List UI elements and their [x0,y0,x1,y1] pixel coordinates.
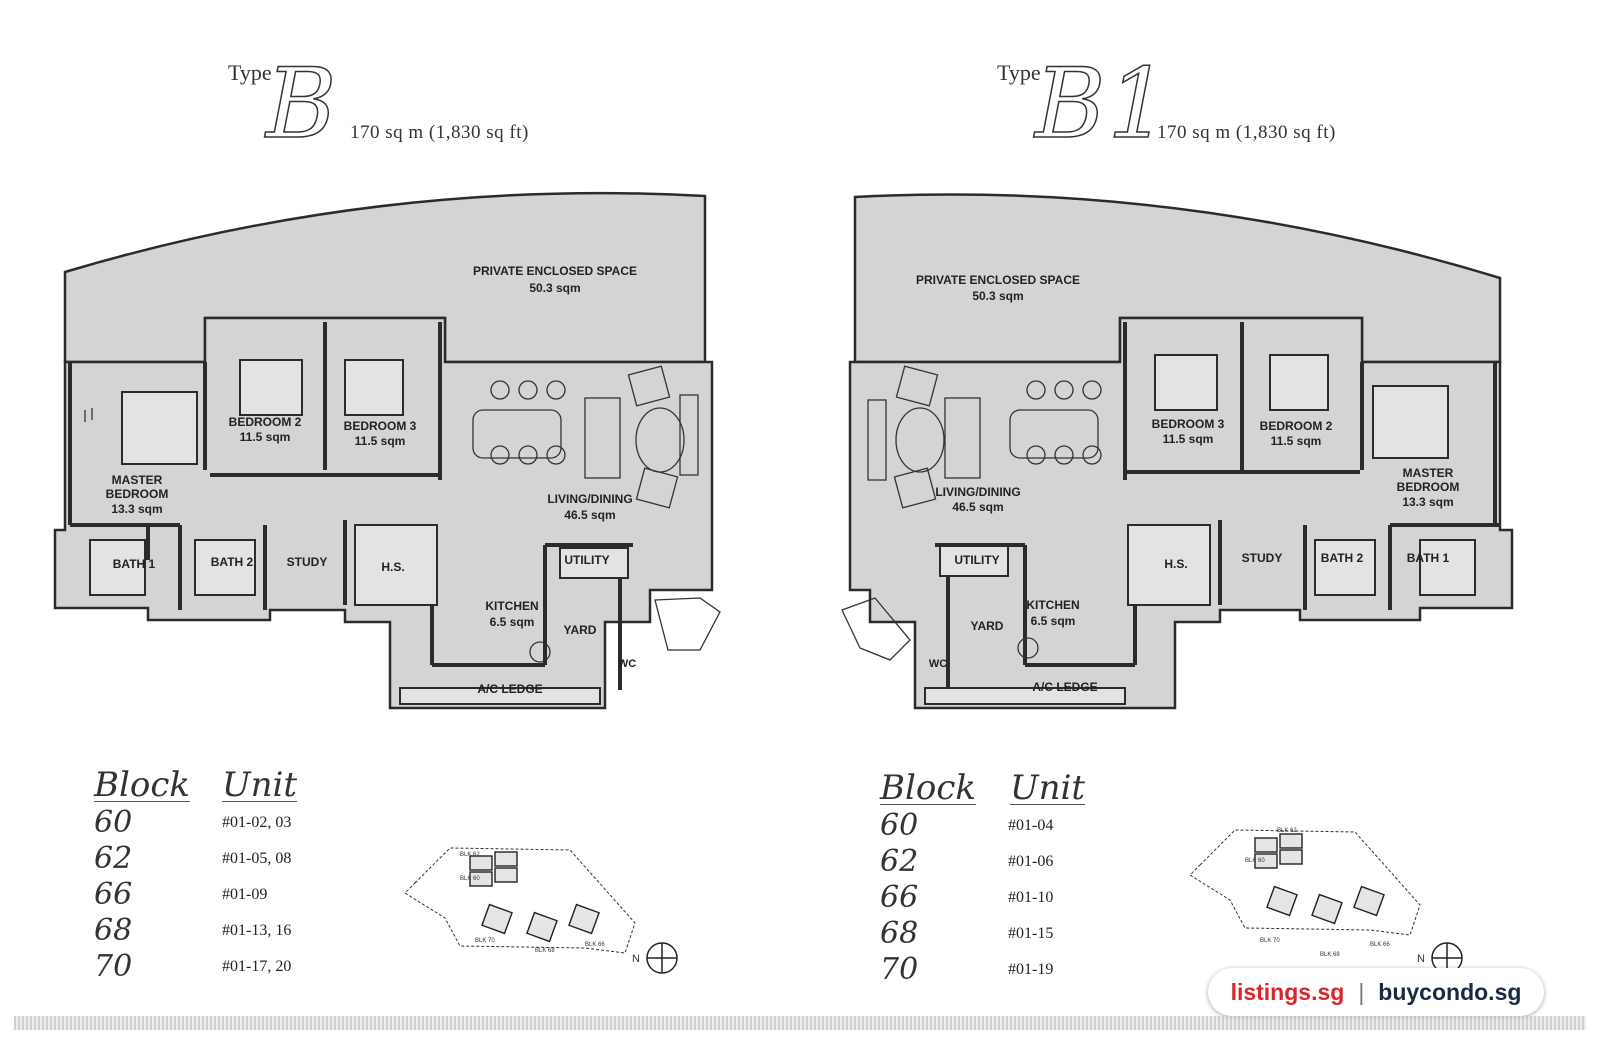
b1-bedroom-2-label: BEDROOM 2 [1260,419,1333,433]
b1-block-60: 60 [880,808,919,843]
floor-plan-type-b: PRIVATE ENCLOSED SPACE 50.3 sqm BEDROOM … [53,191,721,710]
b1-hs-label: H.S. [1164,557,1187,571]
b1-bedroom-2-area-label: 11.5 sqm [1271,434,1322,448]
b1-kitchen-area-label: 6.5 sqm [1031,614,1076,628]
scan-edge-strip [14,1016,1586,1030]
b1-wc-label: WC [929,658,947,670]
unit-heading: Unit [222,765,298,805]
b1-block-66: 66 [880,880,919,915]
type-b-word: Type [228,60,272,85]
utility-label: UTILITY [564,553,609,567]
b1-bath-2-label: BATH 2 [1321,551,1364,565]
unit-68: #01-13, 16 [222,922,292,939]
block-60: 60 [94,805,133,840]
watermark-buycondo[interactable]: buycondo.sg [1378,978,1522,1005]
b1-site-blk70-label: BLK 70 [1260,938,1280,944]
b1-bath-1-label: BATH 1 [1407,551,1450,565]
master-area-label: 13.3 sqm [111,502,162,516]
floor-plan-type-b1: PRIVATE ENCLOSED SPACE 50.3 sqm BEDROOM … [841,193,1514,710]
block-heading: Block [94,765,190,805]
b1-site-blk60-label: BLK 60 [1245,858,1265,864]
ac-ledge-label: A/C LEDGE [477,682,542,696]
b1-pes-label: PRIVATE ENCLOSED SPACE [916,273,1080,287]
pes-label: PRIVATE ENCLOSED SPACE [473,264,637,278]
bath-1-label: BATH 1 [113,557,156,571]
b1-ac-ledge-label: A/C LEDGE [1032,680,1097,694]
b1-site-blk62-label: BLK 62 [1277,828,1297,834]
wc-label: WC [618,658,636,670]
site-blk62-label: BLK 62 [460,852,480,858]
watermark-separator: | [1358,978,1365,1005]
master-label-1: MASTER [112,473,163,487]
unit-60: #01-02, 03 [222,814,292,831]
b1-unit-66: #01-10 [1008,889,1054,906]
block-70: 70 [94,949,133,984]
b1-utility-label: UTILITY [954,553,999,567]
apartment-body-shape [53,316,714,710]
b1-master-label-2: BEDROOM [1397,480,1460,494]
unit-62: #01-05, 08 [222,850,292,867]
b1-bedroom-3-area-label: 11.5 sqm [1163,432,1214,446]
type-b-letter: B [265,48,339,160]
block-66: 66 [94,877,133,912]
b1-living-area-label: 46.5 sqm [952,500,1003,514]
watermark-listings[interactable]: listings.sg [1230,978,1345,1005]
yard-label: YARD [564,623,597,637]
type-b1-word: Type [997,60,1041,85]
kitchen-area-label: 6.5 sqm [490,615,535,629]
watermark-badge[interactable]: listings.sg | buycondo.sg [1208,968,1544,1016]
living-area-label: 46.5 sqm [564,508,615,522]
bedroom-3-area-label: 11.5 sqm [355,434,406,448]
unit-70: #01-17, 20 [222,958,292,975]
type-b1-letter: B1 [1034,48,1171,160]
study-label: STUDY [287,555,328,569]
bath-2-label: BATH 2 [211,555,254,569]
b1-kitchen-label: KITCHEN [1026,598,1079,612]
b1-unit-heading: Unit [1010,768,1086,808]
site-blk68-label: BLK 68 [535,948,555,954]
living-label: LIVING/DINING [547,492,632,506]
site-blk66-label: BLK 66 [585,942,605,948]
b1-unit-60: #01-04 [1008,817,1054,834]
bedroom-2-area-label: 11.5 sqm [240,430,291,444]
b1-north-label: N [1417,953,1425,965]
b1-unit-70: #01-19 [1008,961,1054,978]
site-blk70-label: BLK 70 [475,938,495,944]
b1-unit-62: #01-06 [1008,853,1054,870]
b1-block-70: 70 [880,952,919,987]
north-arrow-icon: N [632,942,678,974]
b1-block-heading: Block [880,768,976,808]
bedroom-3-label: BEDROOM 3 [344,419,417,433]
b1-site-blk68-label: BLK 68 [1320,952,1340,958]
site-blk60-label: BLK 60 [460,876,480,882]
type-b1-title: Type B1 170 sq m (1,830 sq ft) [997,55,1377,160]
b1-block-68: 68 [880,916,919,951]
b1-site-blk66-label: BLK 66 [1370,942,1390,948]
bedroom-2-label: BEDROOM 2 [229,415,302,429]
b1-pes-area-label: 50.3 sqm [972,289,1023,303]
pes-area-label: 50.3 sqm [529,281,580,295]
type-b-area: 170 sq m (1,830 sq ft) [350,122,529,143]
b1-master-label-1: MASTER [1403,466,1454,480]
master-label-2: BEDROOM [106,487,169,501]
b1-living-label: LIVING/DINING [935,485,1020,499]
site-plan-right: BLK 62 BLK 60 BLK 70 BLK 68 BLK 66 N [1189,828,1463,974]
unit-66: #01-09 [222,886,268,903]
b1-study-label: STUDY [1242,551,1283,565]
b1-unit-68: #01-15 [1008,925,1054,942]
block-68: 68 [94,913,133,948]
b1-bedroom-3-label: BEDROOM 3 [1152,417,1225,431]
b1-block-62: 62 [880,844,919,879]
apartment-body-shape-b1 [848,316,1514,710]
type-b1-area: 170 sq m (1,830 sq ft) [1157,122,1336,143]
hs-label: H.S. [381,560,404,574]
north-label: N [632,953,640,965]
block-62: 62 [94,841,133,876]
b1-yard-label: YARD [971,619,1004,633]
site-plan-left: BLK 62 BLK 60 BLK 70 BLK 68 BLK 66 N [404,847,678,974]
b1-master-area-label: 13.3 sqm [1402,495,1453,509]
kitchen-label: KITCHEN [485,599,538,613]
type-b-title: Type B 170 sq m (1,830 sq ft) [228,55,558,160]
